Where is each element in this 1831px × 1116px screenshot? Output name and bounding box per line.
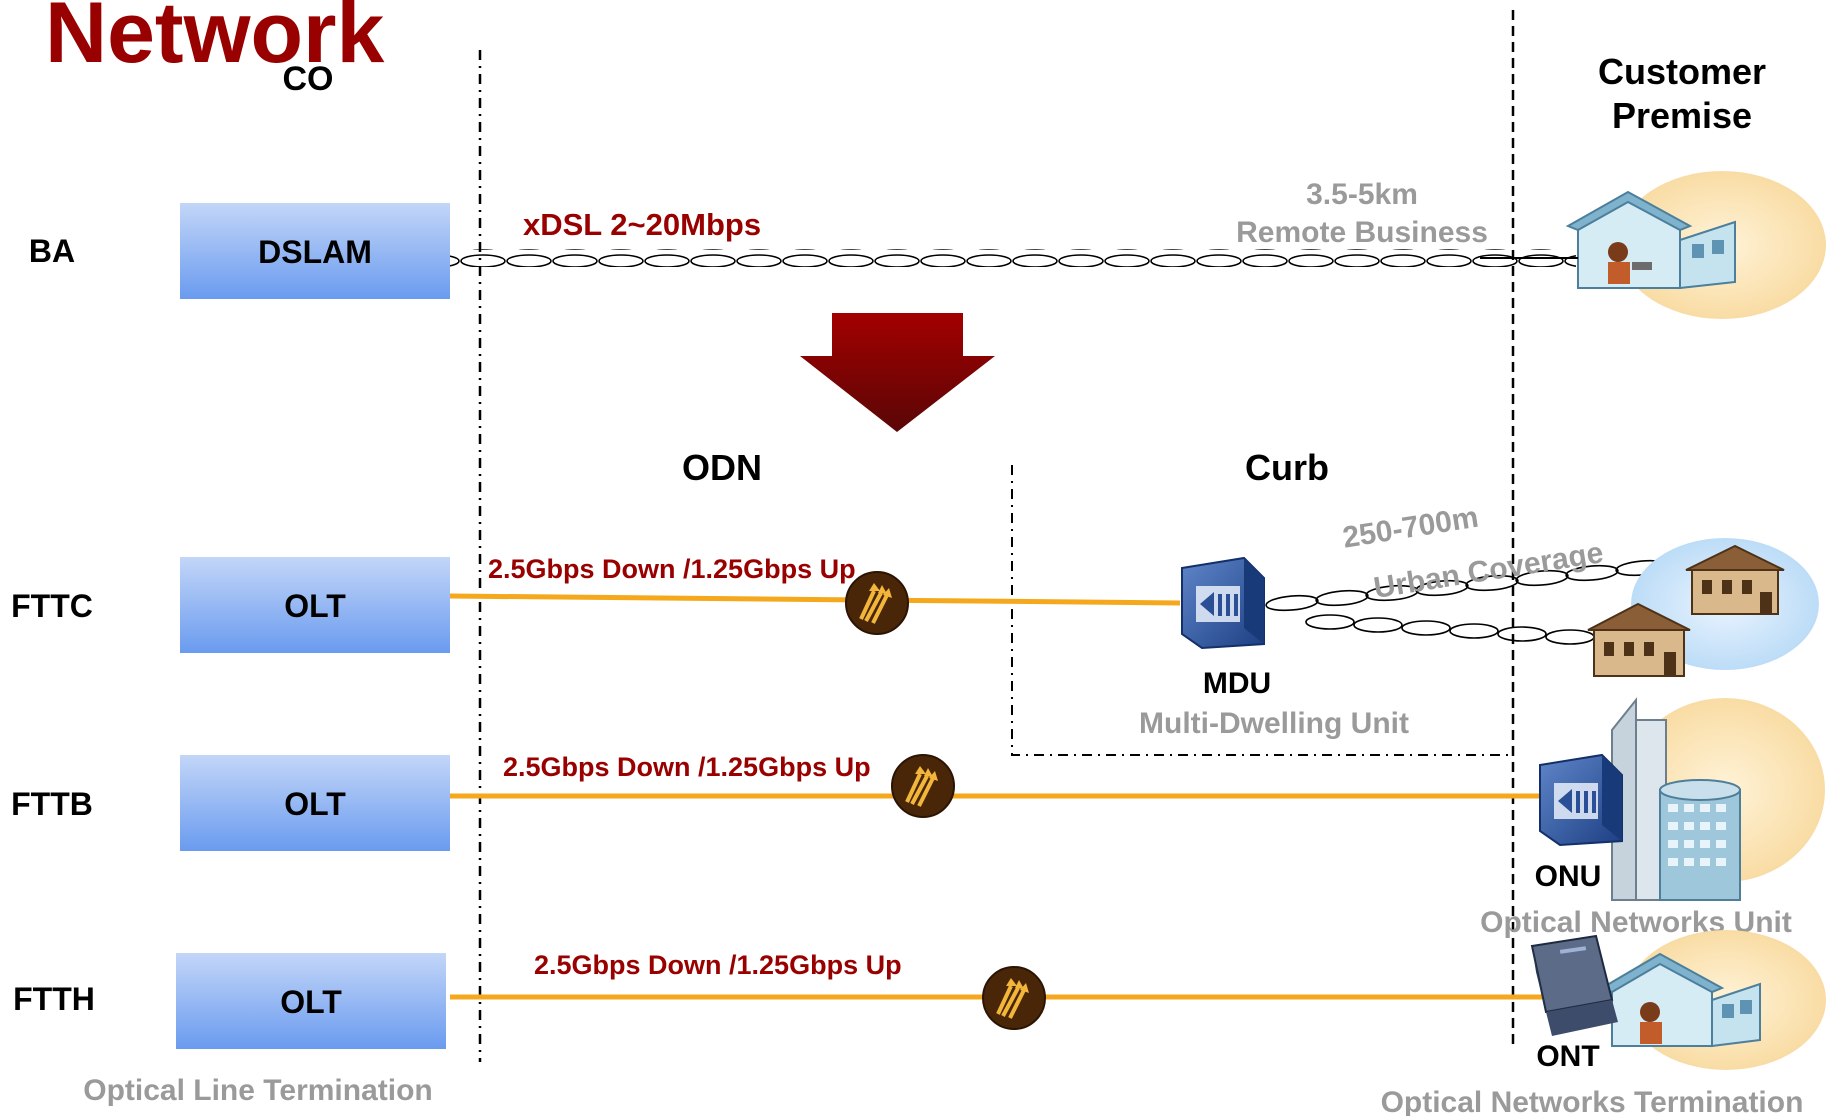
mdu-description: Multi-Dwelling Unit (1139, 707, 1409, 740)
ont-label: ONT (1536, 1040, 1599, 1073)
ba-house-icon (1480, 171, 1826, 319)
ont-description: Optical Networks Termination (1381, 1086, 1804, 1116)
row-ftth-label: FTTH (13, 981, 95, 1017)
xdsl-rate-label: xDSL 2~20Mbps (523, 207, 761, 242)
fttc-fiber-line (449, 593, 1181, 606)
urban-coverage-label: Urban Coverage (1371, 536, 1605, 605)
fttc-houses-icon (1587, 538, 1819, 677)
olt-label-fttb: OLT (284, 786, 346, 822)
fttc-splitter-icon (845, 571, 909, 635)
dslam-box: DSLAM (180, 203, 450, 299)
olt-box-fttb: OLT (180, 755, 450, 851)
urban-distance-label: 250-700m (1340, 501, 1480, 555)
olt-box-fttc: OLT (180, 557, 450, 653)
column-co-label: CO (283, 60, 334, 98)
column-customer-label-line2: Premise (1612, 95, 1752, 136)
olt-box-ftth: OLT (176, 953, 446, 1049)
olt-description: Optical Line Termination (83, 1074, 432, 1107)
column-odn-label: ODN (682, 447, 762, 488)
xdsl-distance-label: 3.5-5km (1306, 178, 1418, 211)
transition-arrow (800, 313, 995, 432)
mdu-device-icon (1181, 556, 1265, 650)
fttb-building-icon (1611, 697, 1825, 901)
fttb-splitter-icon (891, 754, 955, 818)
olt-label-fttc: OLT (284, 588, 346, 624)
mdu-label: MDU (1203, 667, 1271, 700)
column-customer-label-line1: Customer (1598, 51, 1766, 92)
onu-label: ONU (1535, 860, 1602, 893)
dslam-label: DSLAM (258, 234, 372, 270)
xdsl-remote-label: Remote Business (1236, 216, 1488, 249)
row-fttb-label: FTTB (11, 786, 93, 822)
page-title: Network (45, 0, 384, 81)
row-ba-label: BA (29, 233, 75, 269)
olt-label-ftth: OLT (280, 984, 342, 1020)
fttc-rate-label: 2.5Gbps Down /1.25Gbps Up (488, 554, 856, 584)
xdsl-copper-line (450, 249, 1576, 267)
column-curb-label: Curb (1245, 447, 1329, 488)
curb-divider (1011, 465, 1508, 756)
row-fttc-label: FTTC (11, 588, 93, 624)
ftth-splitter-icon (982, 966, 1046, 1030)
ftth-rate-label: 2.5Gbps Down /1.25Gbps Up (534, 950, 902, 980)
fttb-rate-label: 2.5Gbps Down /1.25Gbps Up (503, 752, 871, 782)
ftth-house-icon (1599, 930, 1826, 1070)
onu-device-icon (1539, 753, 1623, 847)
ont-device-icon (1530, 934, 1618, 1036)
